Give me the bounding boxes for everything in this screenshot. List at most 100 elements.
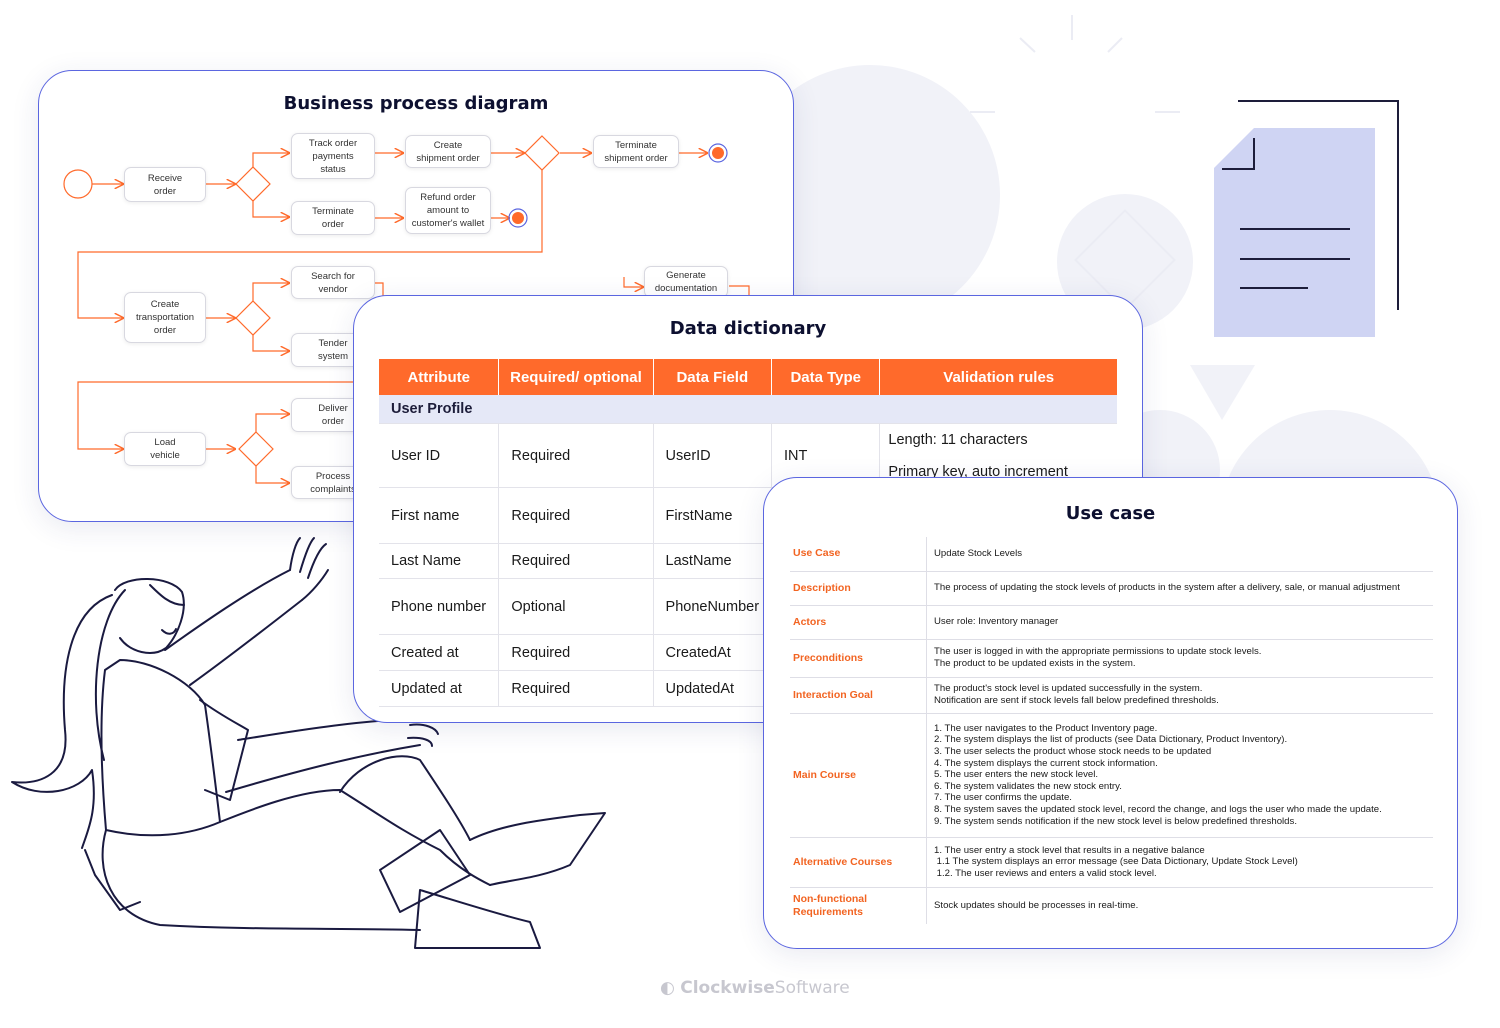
node-search-vendor: Search for vendor bbox=[291, 266, 375, 299]
cell-field: LastName bbox=[653, 543, 773, 579]
use-case-line: Stock updates should be processes in rea… bbox=[934, 899, 1139, 911]
use-case-value: 1. The user navigates to the Product Inv… bbox=[926, 713, 1433, 838]
use-case-line: 6. The system validates the new stock en… bbox=[934, 780, 1122, 792]
use-case-line: 4. The system displays the current stock… bbox=[934, 757, 1158, 769]
node-refund-order: Refund order amount to customer's wallet bbox=[405, 187, 491, 234]
end-event-1 bbox=[708, 143, 728, 163]
use-case-line: 2. The system displays the list of produ… bbox=[934, 734, 1288, 746]
use-case-value: Stock updates should be processes in rea… bbox=[927, 887, 1434, 924]
dd-title: Data dictionary bbox=[669, 318, 827, 339]
node-generate-documentation: Generate documentation bbox=[644, 266, 728, 298]
use-case-value: 1. The user entry a stock level that res… bbox=[926, 837, 1433, 888]
use-case-line: 8. The system saves the updated stock le… bbox=[934, 803, 1382, 815]
use-case-row: Non-functional Requirements Stock updates… bbox=[790, 887, 1433, 924]
cell-field: UpdatedAt bbox=[653, 670, 773, 707]
document-icon bbox=[1214, 100, 1399, 337]
brand-logo: ◐ ClockwiseSoftware bbox=[660, 978, 850, 998]
use-case-line: 1. The user navigates to the Product Inv… bbox=[934, 722, 1158, 734]
process-flow-arrows bbox=[63, 135, 750, 522]
logo-brand-light: Software bbox=[774, 978, 850, 998]
use-case-line: 9. The system sends notification if the … bbox=[934, 815, 1297, 827]
cell-required: Required bbox=[498, 423, 654, 488]
cell-required: Required bbox=[498, 634, 654, 671]
use-case-key: Description bbox=[790, 571, 927, 606]
use-case-row: Use Case Update Stock Levels bbox=[790, 537, 1433, 572]
col-data-field: Data Field bbox=[653, 359, 773, 395]
use-case-key: Main Course bbox=[790, 713, 927, 838]
cell-attribute: Last Name bbox=[379, 543, 500, 579]
cell-field: FirstName bbox=[653, 487, 773, 544]
node-terminate-order: Terminate order bbox=[291, 201, 375, 235]
use-case-line: 1.1 The system displays an error message… bbox=[934, 856, 1298, 868]
use-case-key: Non-functional Requirements bbox=[790, 887, 927, 924]
use-case-key: Alternative Courses bbox=[790, 837, 927, 888]
gateway-3 bbox=[235, 300, 271, 336]
use-case-key: Use Case bbox=[790, 537, 927, 572]
use-case-value: The user is logged in with the appropria… bbox=[926, 639, 1433, 678]
cell-field: CreatedAt bbox=[653, 634, 773, 671]
use-case-row: Actors User role: Inventory manager bbox=[790, 605, 1433, 640]
use-case-line: 5. The user enters the new stock level. bbox=[934, 769, 1099, 781]
use-case-value: User role: Inventory manager bbox=[926, 605, 1433, 640]
cell-attribute: Created at bbox=[379, 634, 500, 671]
logo-mark-icon: ◐ bbox=[660, 978, 675, 998]
use-case-line: The product's stock level is updated suc… bbox=[934, 683, 1203, 695]
table-header-row: Attribute Required/ optional Data Field … bbox=[379, 359, 1117, 395]
group-label: User Profile bbox=[379, 395, 1117, 424]
use-case-key: Actors bbox=[790, 605, 927, 640]
use-case-line: 7. The user confirms the update. bbox=[934, 792, 1072, 804]
cell-attribute: First name bbox=[379, 487, 500, 544]
use-case-line: The product to be updated exists in the … bbox=[934, 658, 1136, 669]
use-case-line: 3. The user selects the product whose st… bbox=[934, 746, 1212, 758]
use-case-line: 1.2. The user reviews and enters a valid… bbox=[934, 867, 1157, 879]
node-create-transport: Create transportation order bbox=[124, 292, 206, 343]
cell-field: UserID bbox=[653, 423, 773, 488]
uc-title: Use case bbox=[1065, 503, 1156, 524]
logo-brand-bold: Clockwise bbox=[680, 978, 775, 998]
group-row: User Profile bbox=[379, 395, 1117, 424]
validation-line: Length: 11 characters bbox=[888, 431, 1028, 448]
validation-line: Primary key, auto increment bbox=[888, 463, 1068, 480]
use-case-line: Update Stock Levels bbox=[934, 547, 1022, 559]
cell-required: Required bbox=[498, 670, 654, 707]
use-case-value: The product's stock level is updated suc… bbox=[926, 677, 1433, 714]
use-case-line: The process of updating the stock levels… bbox=[934, 582, 1400, 594]
col-validation: Validation rules bbox=[879, 359, 1117, 395]
gateway-4 bbox=[238, 431, 274, 467]
use-case-row: Alternative Courses 1. The user entry a s… bbox=[790, 837, 1433, 888]
col-data-type: Data Type bbox=[771, 359, 881, 395]
end-event-2 bbox=[508, 208, 528, 228]
cell-attribute: User ID bbox=[379, 423, 500, 488]
cell-attribute: Phone number bbox=[379, 578, 500, 635]
use-case-line: User role: Inventory manager bbox=[934, 616, 1059, 628]
start-event bbox=[63, 169, 93, 199]
use-case-line: The user is logged in with the appropria… bbox=[934, 646, 1262, 658]
use-case-line: Notification are sent if stock levels fa… bbox=[934, 695, 1219, 706]
cell-field: PhoneNumber bbox=[653, 578, 773, 635]
node-track-order: Track order payments status bbox=[291, 133, 375, 179]
use-case-value: The process of updating the stock levels… bbox=[926, 571, 1433, 606]
node-receive-order: Receive order bbox=[124, 167, 206, 202]
node-load-vehicle: Load vehicle bbox=[124, 432, 206, 466]
node-create-shipment: Create shipment order bbox=[405, 135, 491, 168]
cell-required: Required bbox=[498, 487, 654, 544]
col-attribute: Attribute bbox=[379, 359, 500, 395]
cell-attribute: Updated at bbox=[379, 670, 500, 707]
cell-required: Required bbox=[498, 543, 654, 579]
table-row: User ID Required UserID INT Length: 11 c… bbox=[379, 423, 1117, 488]
use-case-row: Main Course 1. The user navigates to the … bbox=[790, 713, 1433, 838]
gateway-2 bbox=[524, 135, 560, 171]
bpd-title: Business process diagram bbox=[283, 93, 549, 114]
use-case-row: Interaction Goal The product's stock leve… bbox=[790, 677, 1433, 714]
use-case-row: Description The process of updating the s… bbox=[790, 571, 1433, 606]
cell-required: Optional bbox=[498, 578, 654, 635]
node-terminate-shipment: Terminate shipment order bbox=[593, 135, 679, 168]
use-case-value: Update Stock Levels bbox=[926, 537, 1433, 572]
col-required: Required/ optional bbox=[498, 359, 654, 395]
use-case-line: 1. The user entry a stock level that res… bbox=[934, 844, 1205, 856]
use-case-key: Interaction Goal bbox=[790, 677, 927, 714]
gateway-1 bbox=[235, 166, 271, 202]
